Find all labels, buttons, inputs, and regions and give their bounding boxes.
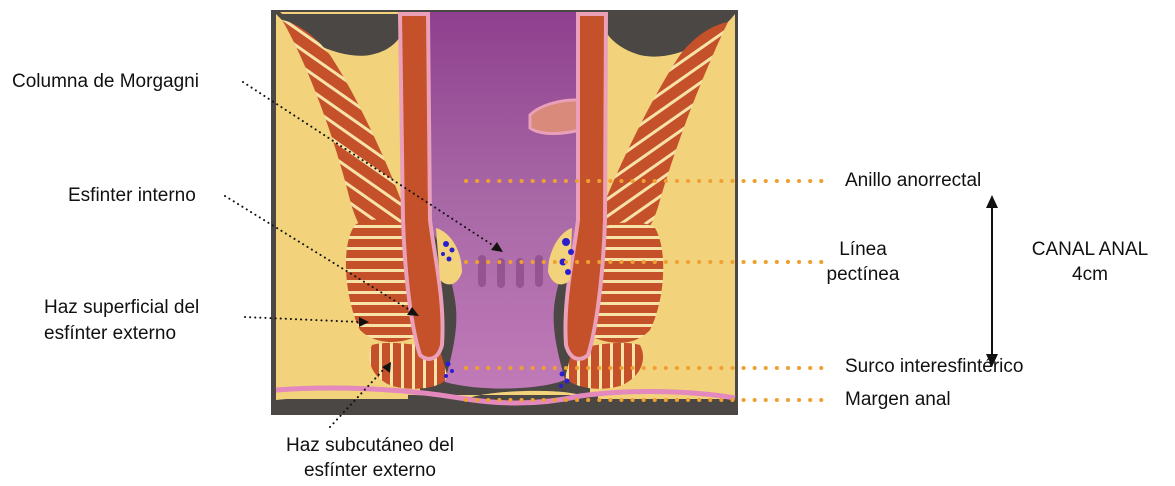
- label-linea-pectinea-line2: pectínea: [808, 263, 918, 287]
- label-canal-anal-line1: CANAL ANAL: [1015, 238, 1165, 262]
- label-anillo-anorrectal: Anillo anorrectal: [845, 169, 981, 193]
- label-margen-anal: Margen anal: [845, 388, 951, 412]
- label-linea-pectinea-line1: Línea: [808, 238, 918, 262]
- label-haz-superficial-line2: esfínter externo: [44, 322, 176, 346]
- label-canal-anal-line2: 4cm: [1015, 263, 1165, 287]
- label-haz-superficial-line1: Haz superficial del: [44, 296, 199, 320]
- label-haz-subcutaneo-line2: esfínter externo: [265, 459, 475, 483]
- label-haz-subcutaneo-line1: Haz subcutáneo del: [265, 434, 475, 458]
- label-columna-morgagni: Columna de Morgagni: [12, 70, 199, 94]
- label-esfinter-interno: Esfinter interno: [68, 184, 196, 208]
- label-surco-interesfinterico: Surco interesfintérico: [845, 355, 1023, 379]
- canal-anal-arrow: [986, 195, 998, 367]
